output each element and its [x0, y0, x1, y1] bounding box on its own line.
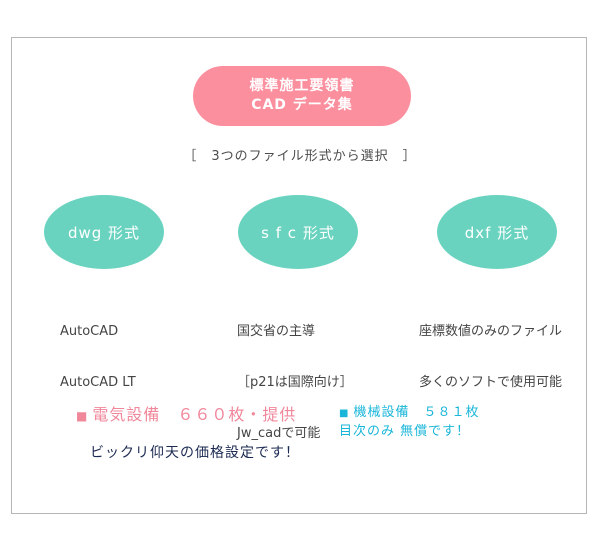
- format-dxf-desc-line: 座標数値のみのファイル: [419, 324, 563, 339]
- format-sfc-desc-line: ［p21は国際向け］: [237, 375, 353, 390]
- format-dxf-desc-line: 多くのソフトで使用可能: [419, 375, 563, 390]
- mechanical-equipment-line-2: 目次のみ 無償です！: [339, 424, 471, 439]
- format-dxf-label: dxf 形式: [464, 223, 530, 242]
- mechanical-equipment-note: ■機械設備 ５８１枚 目次のみ 無償です！: [339, 404, 479, 441]
- format-sfc-oval: s f c 形式: [238, 195, 358, 269]
- format-sfc-label: s f c 形式: [261, 223, 335, 242]
- title-line-2: CAD データ集: [251, 97, 353, 113]
- square-bullet-icon: ■: [339, 408, 350, 419]
- format-dxf-description: 座標数値のみのファイル 多くのソフトで使用可能: [419, 289, 562, 408]
- electrical-equipment-note: ■電気設備 ６６０枚・提供: [76, 401, 296, 425]
- electrical-equipment-text: 電気設備 ６６０枚・提供: [92, 405, 297, 424]
- format-dwg-label: dwg 形式: [67, 223, 141, 242]
- price-note: ビックリ仰天の価格設定です！: [90, 445, 300, 461]
- format-sfc-desc-line: 国交省の主導: [237, 324, 316, 339]
- title-line-1: 標準施工要領書: [249, 78, 355, 94]
- format-dxf-oval: dxf 形式: [437, 195, 557, 269]
- title-banner: 標準施工要領書 CAD データ集: [193, 66, 411, 126]
- format-choice-subtitle: ［ 3つのファイル形式から選択 ］: [183, 149, 417, 164]
- format-dwg-description: AutoCAD AutoCAD LT: [60, 289, 136, 408]
- format-dwg-desc-line: AutoCAD: [60, 324, 119, 339]
- format-sfc-description: 国交省の主導 ［p21は国際向け］ Jw_cadで可能: [237, 289, 353, 459]
- format-dwg-desc-line: AutoCAD LT: [60, 375, 136, 390]
- mechanical-equipment-line-1: 機械設備 ５８１枚: [353, 405, 480, 420]
- format-sfc-desc-line: Jw_cadで可能: [237, 426, 321, 441]
- square-bullet-icon: ■: [76, 409, 89, 423]
- format-dwg-oval: dwg 形式: [44, 195, 164, 269]
